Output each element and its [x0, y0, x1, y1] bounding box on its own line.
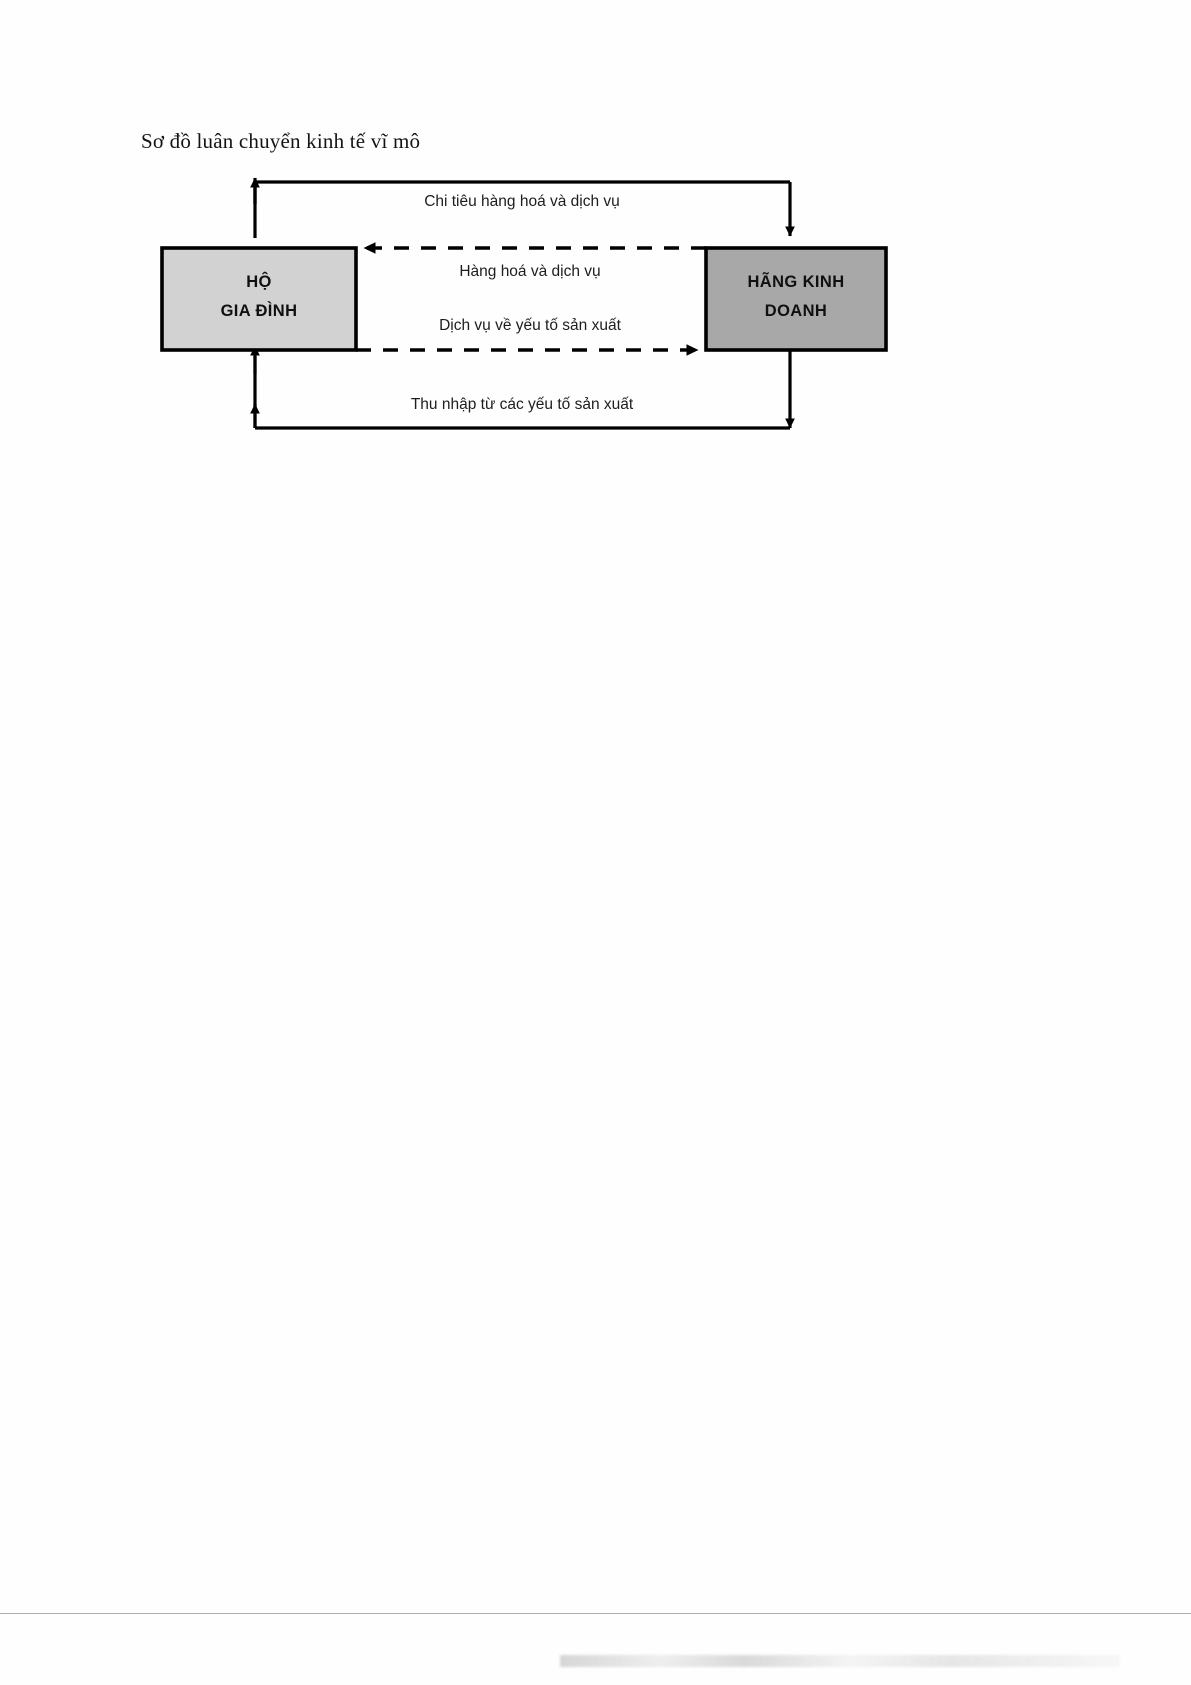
footer-divider	[0, 1613, 1191, 1614]
footer-artifact	[560, 1655, 1120, 1667]
flow-factor-income-label: Thu nhập từ các yếu tố sản xuất	[411, 396, 634, 413]
circular-flow-diagram: Chi tiêu hàng hoá và dịch vụ Hàng hoá và…	[140, 160, 920, 450]
node-households-label-line1: HỘ	[246, 272, 272, 291]
flow-expenditure-label: Chi tiêu hàng hoá và dịch vụ	[424, 193, 620, 210]
flow-factor-services-label: Dịch vụ về yếu tố sản xuất	[439, 317, 621, 334]
node-firms-label-line2: DOANH	[765, 302, 828, 320]
flow-factor-services: Dịch vụ về yếu tố sản xuất	[356, 317, 699, 356]
flow-factor-income: Thu nhập từ các yếu tố sản xuất	[250, 345, 795, 430]
node-households-box[interactable]	[160, 246, 358, 352]
node-households-label-line2: GIA ĐÌNH	[221, 301, 298, 320]
flow-goods-services-label: Hàng hoá và dịch vụ	[459, 263, 600, 280]
diagram-canvas: Chi tiêu hàng hoá và dịch vụ Hàng hoá và…	[160, 177, 888, 430]
flow-goods-services: Hàng hoá và dịch vụ	[363, 242, 706, 280]
flow-expenditure: Chi tiêu hàng hoá và dịch vụ	[250, 177, 795, 238]
node-firms-label-line1: HÃNG KINH	[747, 271, 844, 291]
node-households[interactable]: HỘ GIA ĐÌNH	[160, 246, 358, 352]
page-title: Sơ đồ luân chuyển kinh tế vĩ mô	[141, 129, 421, 153]
node-firms-box[interactable]	[704, 246, 888, 352]
node-firms[interactable]: HÃNG KINH DOANH	[704, 246, 888, 352]
